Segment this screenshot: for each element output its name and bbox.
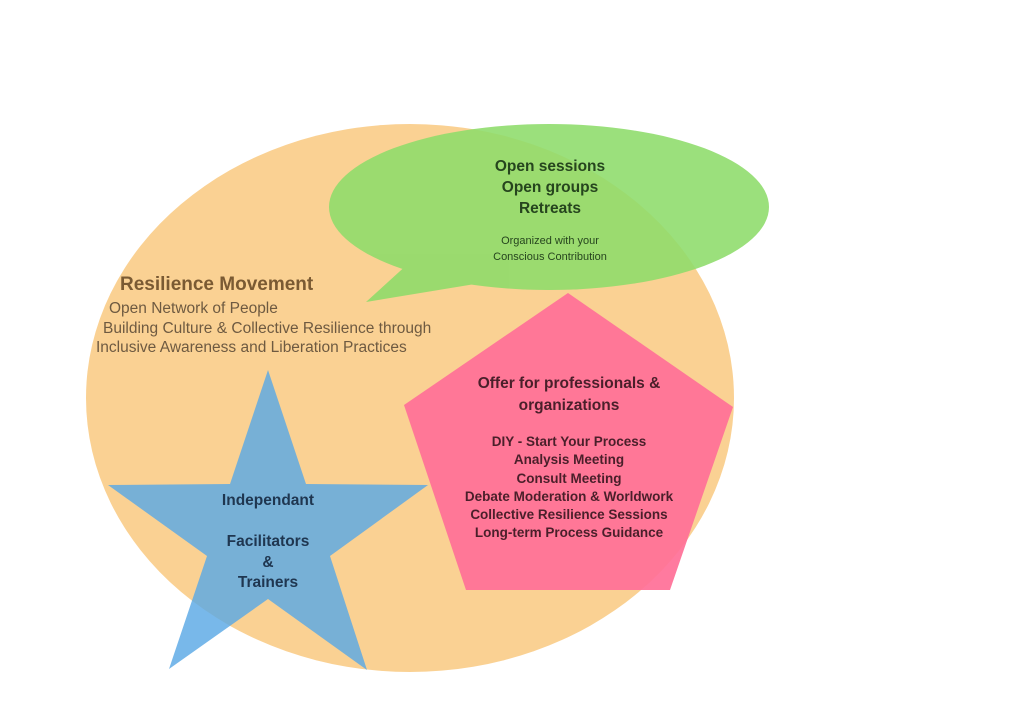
description-line: Open Network of People (109, 300, 278, 317)
contribution-note-line: Conscious Contribution (493, 251, 607, 263)
professionals-pentagon (404, 293, 733, 590)
facilitators-spacer (188, 512, 348, 533)
facilitators-line: & (262, 553, 274, 571)
resilience-movement-title: Resilience Movement (120, 274, 314, 295)
professionals-title-line: Offer for professionals & (477, 375, 661, 392)
open-sessions-item: Open sessions (494, 158, 606, 175)
facilitators-line: Independant (221, 492, 315, 509)
professionals-title: Offer for professionals & organizations (440, 373, 698, 417)
professionals-offer-list: DIY - Start Your Process Analysis Meetin… (420, 433, 718, 543)
retreats-item: Retreats (518, 200, 582, 217)
professionals-title-line: organizations (518, 397, 620, 414)
offer-item: Consult Meeting (516, 470, 622, 486)
offer-item: Long-term Process Guidance (474, 525, 664, 541)
offer-item: Collective Resilience Sessions (470, 507, 668, 523)
facilitators-star (108, 370, 428, 670)
offer-item: Debate Moderation & Worldwork (464, 488, 674, 504)
offer-item: DIY - Start Your Process (491, 434, 647, 449)
contribution-note-line: Organized with your (501, 235, 599, 247)
open-sessions-list: Open sessions Open groups Retreats (470, 156, 630, 219)
facilitators-line: Trainers (237, 574, 299, 591)
description-line: Inclusive Awareness and Liberation Pract… (96, 339, 407, 356)
contribution-note: Organized with your Conscious Contributi… (460, 233, 640, 265)
facilitators-line: Facilitators (226, 533, 310, 550)
facilitators-label: Independant Facilitators & Trainers (188, 491, 348, 594)
description-line: Building Culture & Collective Resilience… (103, 319, 432, 337)
open-sessions-speech-bubble (329, 124, 769, 302)
offer-item: Analysis Meeting (513, 452, 625, 468)
open-groups-item: Open groups (501, 179, 599, 196)
resilience-movement-description: Open Network of People Building Culture … (96, 299, 431, 358)
